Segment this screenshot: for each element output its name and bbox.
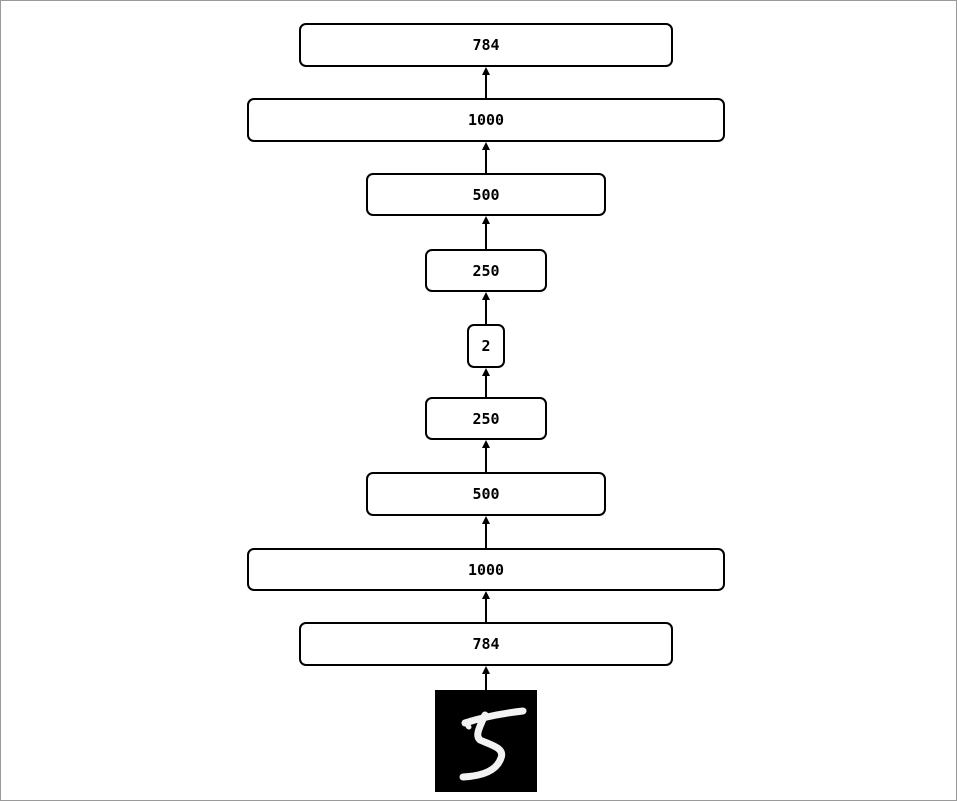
encoder-layer-1000: 1000: [247, 548, 725, 591]
encoder-layer-500: 500: [366, 472, 606, 516]
decoder-layer-250: 250: [425, 249, 547, 292]
output-layer-784: 784: [299, 23, 673, 67]
decoder-layer-1000: 1000: [247, 98, 725, 142]
code-layer-2: 2: [467, 324, 505, 368]
encoder-layer-250: 250: [425, 397, 547, 440]
mnist-digit-5-image: [435, 690, 537, 792]
decoder-layer-500: 500: [366, 173, 606, 216]
input-layer-784: 784: [299, 622, 673, 666]
